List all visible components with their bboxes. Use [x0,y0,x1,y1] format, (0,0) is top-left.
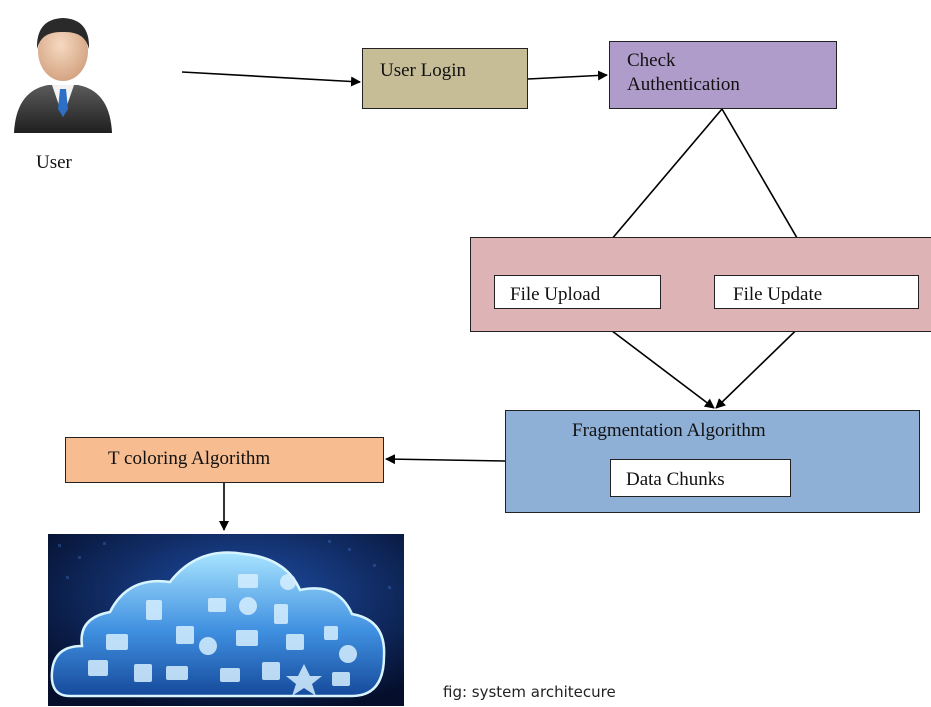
file-update-label: File Update [733,284,823,305]
file-upload-label: File Upload [510,284,601,305]
check-authentication-box: Check Authentication [609,41,837,109]
t-coloring-algorithm-label: T coloring Algorithm [108,448,271,469]
t-coloring-algorithm-box: T coloring Algorithm [65,437,384,483]
user-login-label: User Login [380,60,467,81]
user-avatar-icon [8,5,118,135]
cloud-apps-image [48,534,404,706]
user-login-box: User Login [362,48,528,109]
data-chunks-label: Data Chunks [626,469,725,490]
arrow-login-to-auth [527,70,608,81]
data-chunks-box: Data Chunks [610,459,791,497]
file-update-box: File Update [714,275,919,309]
fragmentation-algorithm-label: Fragmentation Algorithm [572,420,766,441]
fragmentation-algorithm-box: Fragmentation Algorithm Data Chunks [505,410,920,513]
user-label: User [36,152,72,173]
figure-caption: fig: system architecure [443,683,616,701]
arrow-fragmentation-to-tcoloring [385,454,506,465]
check-authentication-label: Check Authentication [627,50,740,95]
arrow-user-to-login [181,71,361,87]
file-upload-box: File Upload [494,275,661,309]
